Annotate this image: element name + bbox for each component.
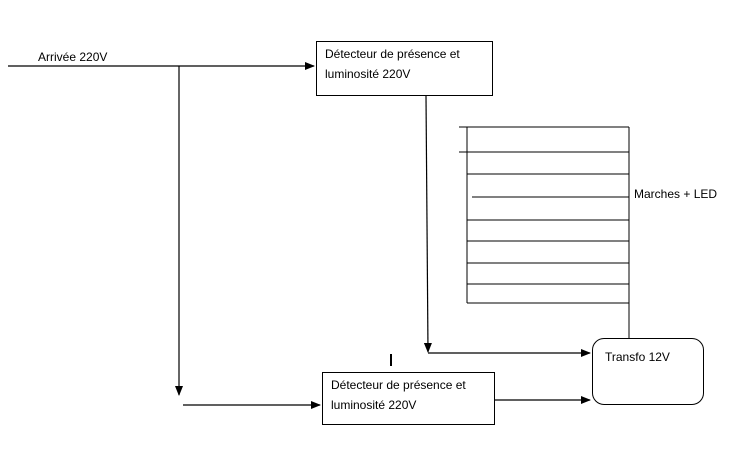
arrival-label: Arrivée 220V <box>38 50 108 64</box>
bottom-detector-line2: luminosité 220V <box>331 398 417 412</box>
transformer-box: Transfo 12V <box>592 338 704 405</box>
transformer-label: Transfo 12V <box>605 350 670 364</box>
top-detector-line1: Détecteur de présence et <box>325 47 460 61</box>
bottom-detector-box: Détecteur de présence et luminosité 220V <box>322 372 495 425</box>
top-detector-line2: luminosité 220V <box>325 67 411 81</box>
bottom-detector-line1: Détecteur de présence et <box>331 378 466 392</box>
stairs-label: Marches + LED <box>634 187 718 201</box>
stairs-structure <box>459 126 630 340</box>
top-detector-box: Détecteur de présence et luminosité 220V <box>316 41 493 96</box>
top-detector-output-line <box>423 95 432 353</box>
